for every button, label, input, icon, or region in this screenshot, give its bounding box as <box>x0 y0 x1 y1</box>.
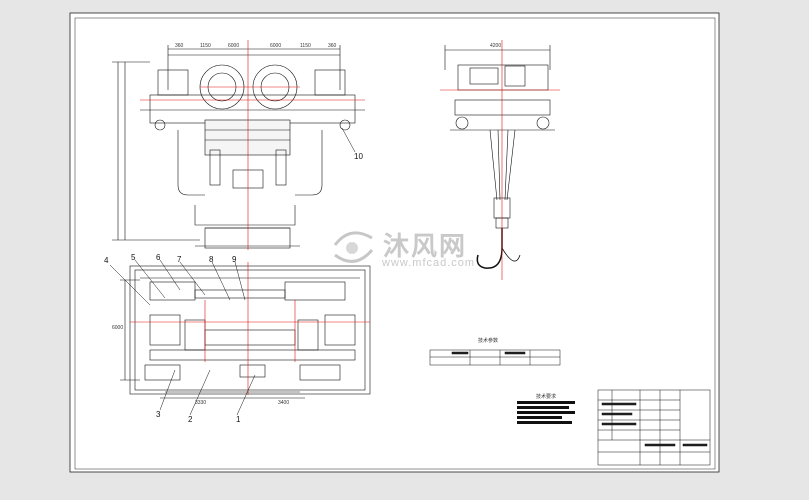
balloon: 3 <box>156 410 161 419</box>
inner-frame <box>74 17 716 470</box>
balloon: 9 <box>232 255 237 264</box>
dim-label: 6000 <box>112 325 124 331</box>
balloon: 6 <box>156 253 161 262</box>
dim-label: 360 <box>328 43 337 49</box>
watermark-logo <box>333 231 374 263</box>
balloon: 10 <box>354 152 363 161</box>
balloon-leaders <box>109 127 356 416</box>
tech-requirements-title: 技术要求 <box>536 394 557 400</box>
balloon: 8 <box>209 255 214 264</box>
balloon: 5 <box>131 253 136 262</box>
dim-label: 4200 <box>490 43 502 49</box>
dim-label: 6000 <box>270 43 282 49</box>
side-centerlines <box>440 40 560 280</box>
spec-table <box>429 349 561 366</box>
outer-frame <box>69 12 720 473</box>
parts-table-title: 技术参数 <box>478 338 499 344</box>
title-block <box>597 389 711 466</box>
tech-requirements-block <box>517 401 575 424</box>
dim-label: 360 <box>175 43 184 49</box>
balloon: 1 <box>236 415 241 424</box>
dim-label: 1150 <box>300 43 311 49</box>
dim-label: 6000 <box>228 43 240 49</box>
plan-centerlines <box>130 262 370 395</box>
balloon: 4 <box>104 256 109 265</box>
plan-view <box>120 265 371 399</box>
watermark-text: 沐风网 <box>383 232 468 262</box>
dim-label: 1150 <box>200 43 211 49</box>
dim-label: 3330 <box>195 400 207 406</box>
balloon: 2 <box>188 415 193 424</box>
watermark-url: www.mfcad.com <box>382 257 476 269</box>
dim-label: 3400 <box>278 400 290 406</box>
balloon: 7 <box>177 255 182 264</box>
front-centerlines <box>140 40 365 250</box>
